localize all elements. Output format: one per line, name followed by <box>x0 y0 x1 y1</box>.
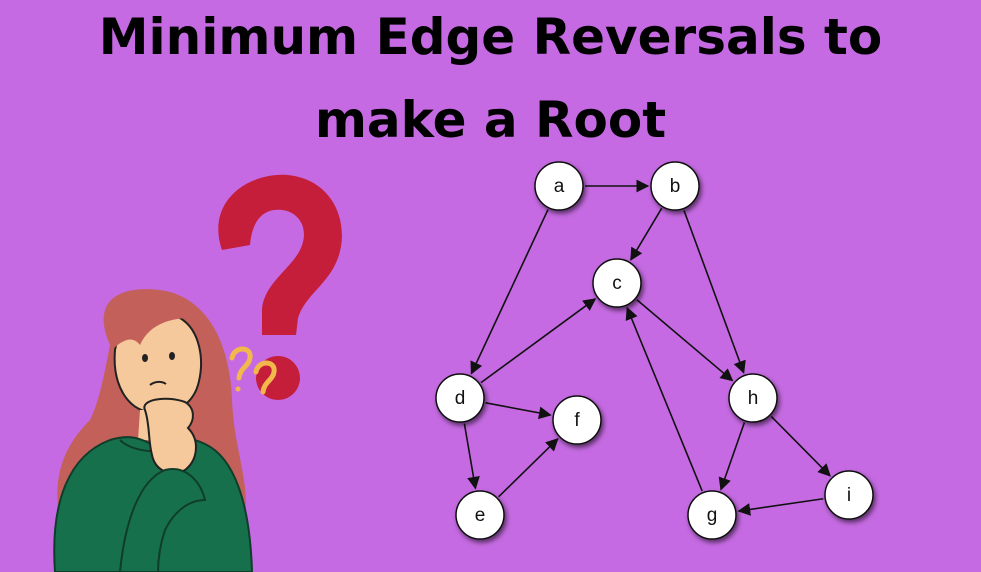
node-circle <box>728 373 778 423</box>
node-label: a <box>554 176 565 197</box>
edge-b-c <box>630 207 663 261</box>
node-circle <box>552 395 602 445</box>
edge-d-e <box>463 423 480 490</box>
edge-h-i <box>770 415 831 477</box>
node-circle <box>534 161 584 211</box>
node-g: g <box>687 490 737 540</box>
title-line-2: make a Root <box>314 91 667 149</box>
node-label: i <box>847 485 851 506</box>
edge-i-g <box>737 497 824 516</box>
edge-e-f <box>498 437 559 498</box>
question-mark-icon <box>218 174 342 400</box>
node-a: a <box>534 161 584 211</box>
node-label: h <box>748 388 759 409</box>
node-label: g <box>707 505 718 526</box>
edge-c-h <box>636 299 734 382</box>
edges-layer <box>463 179 831 516</box>
edge-a-d <box>470 209 549 375</box>
nodes-layer: a b c d f e h i g <box>435 161 874 540</box>
node-h: h <box>728 373 778 423</box>
node-circle <box>687 490 737 540</box>
node-d: d <box>435 373 485 423</box>
title-line-1: Minimum Edge Reversals to <box>98 8 883 66</box>
node-label: c <box>612 273 622 294</box>
node-label: f <box>574 410 580 431</box>
node-label: d <box>455 388 466 409</box>
node-circle <box>435 373 485 423</box>
edge-d-c <box>480 298 597 384</box>
node-c: c <box>592 258 642 308</box>
node-circle <box>592 258 642 308</box>
node-circle <box>455 490 505 540</box>
woman-figure <box>53 289 254 572</box>
node-label: b <box>670 176 681 197</box>
node-circle <box>650 161 700 211</box>
edge-h-g <box>718 422 746 491</box>
small-question-marks-icon <box>229 346 277 395</box>
node-b: b <box>650 161 700 211</box>
edge-g-c <box>625 306 703 492</box>
edge-b-h <box>683 210 746 374</box>
node-i: i <box>824 470 874 520</box>
edge-d-f <box>485 402 552 420</box>
node-f: f <box>552 395 602 445</box>
node-label: e <box>475 505 486 526</box>
node-circle <box>824 470 874 520</box>
node-e: e <box>455 490 505 540</box>
